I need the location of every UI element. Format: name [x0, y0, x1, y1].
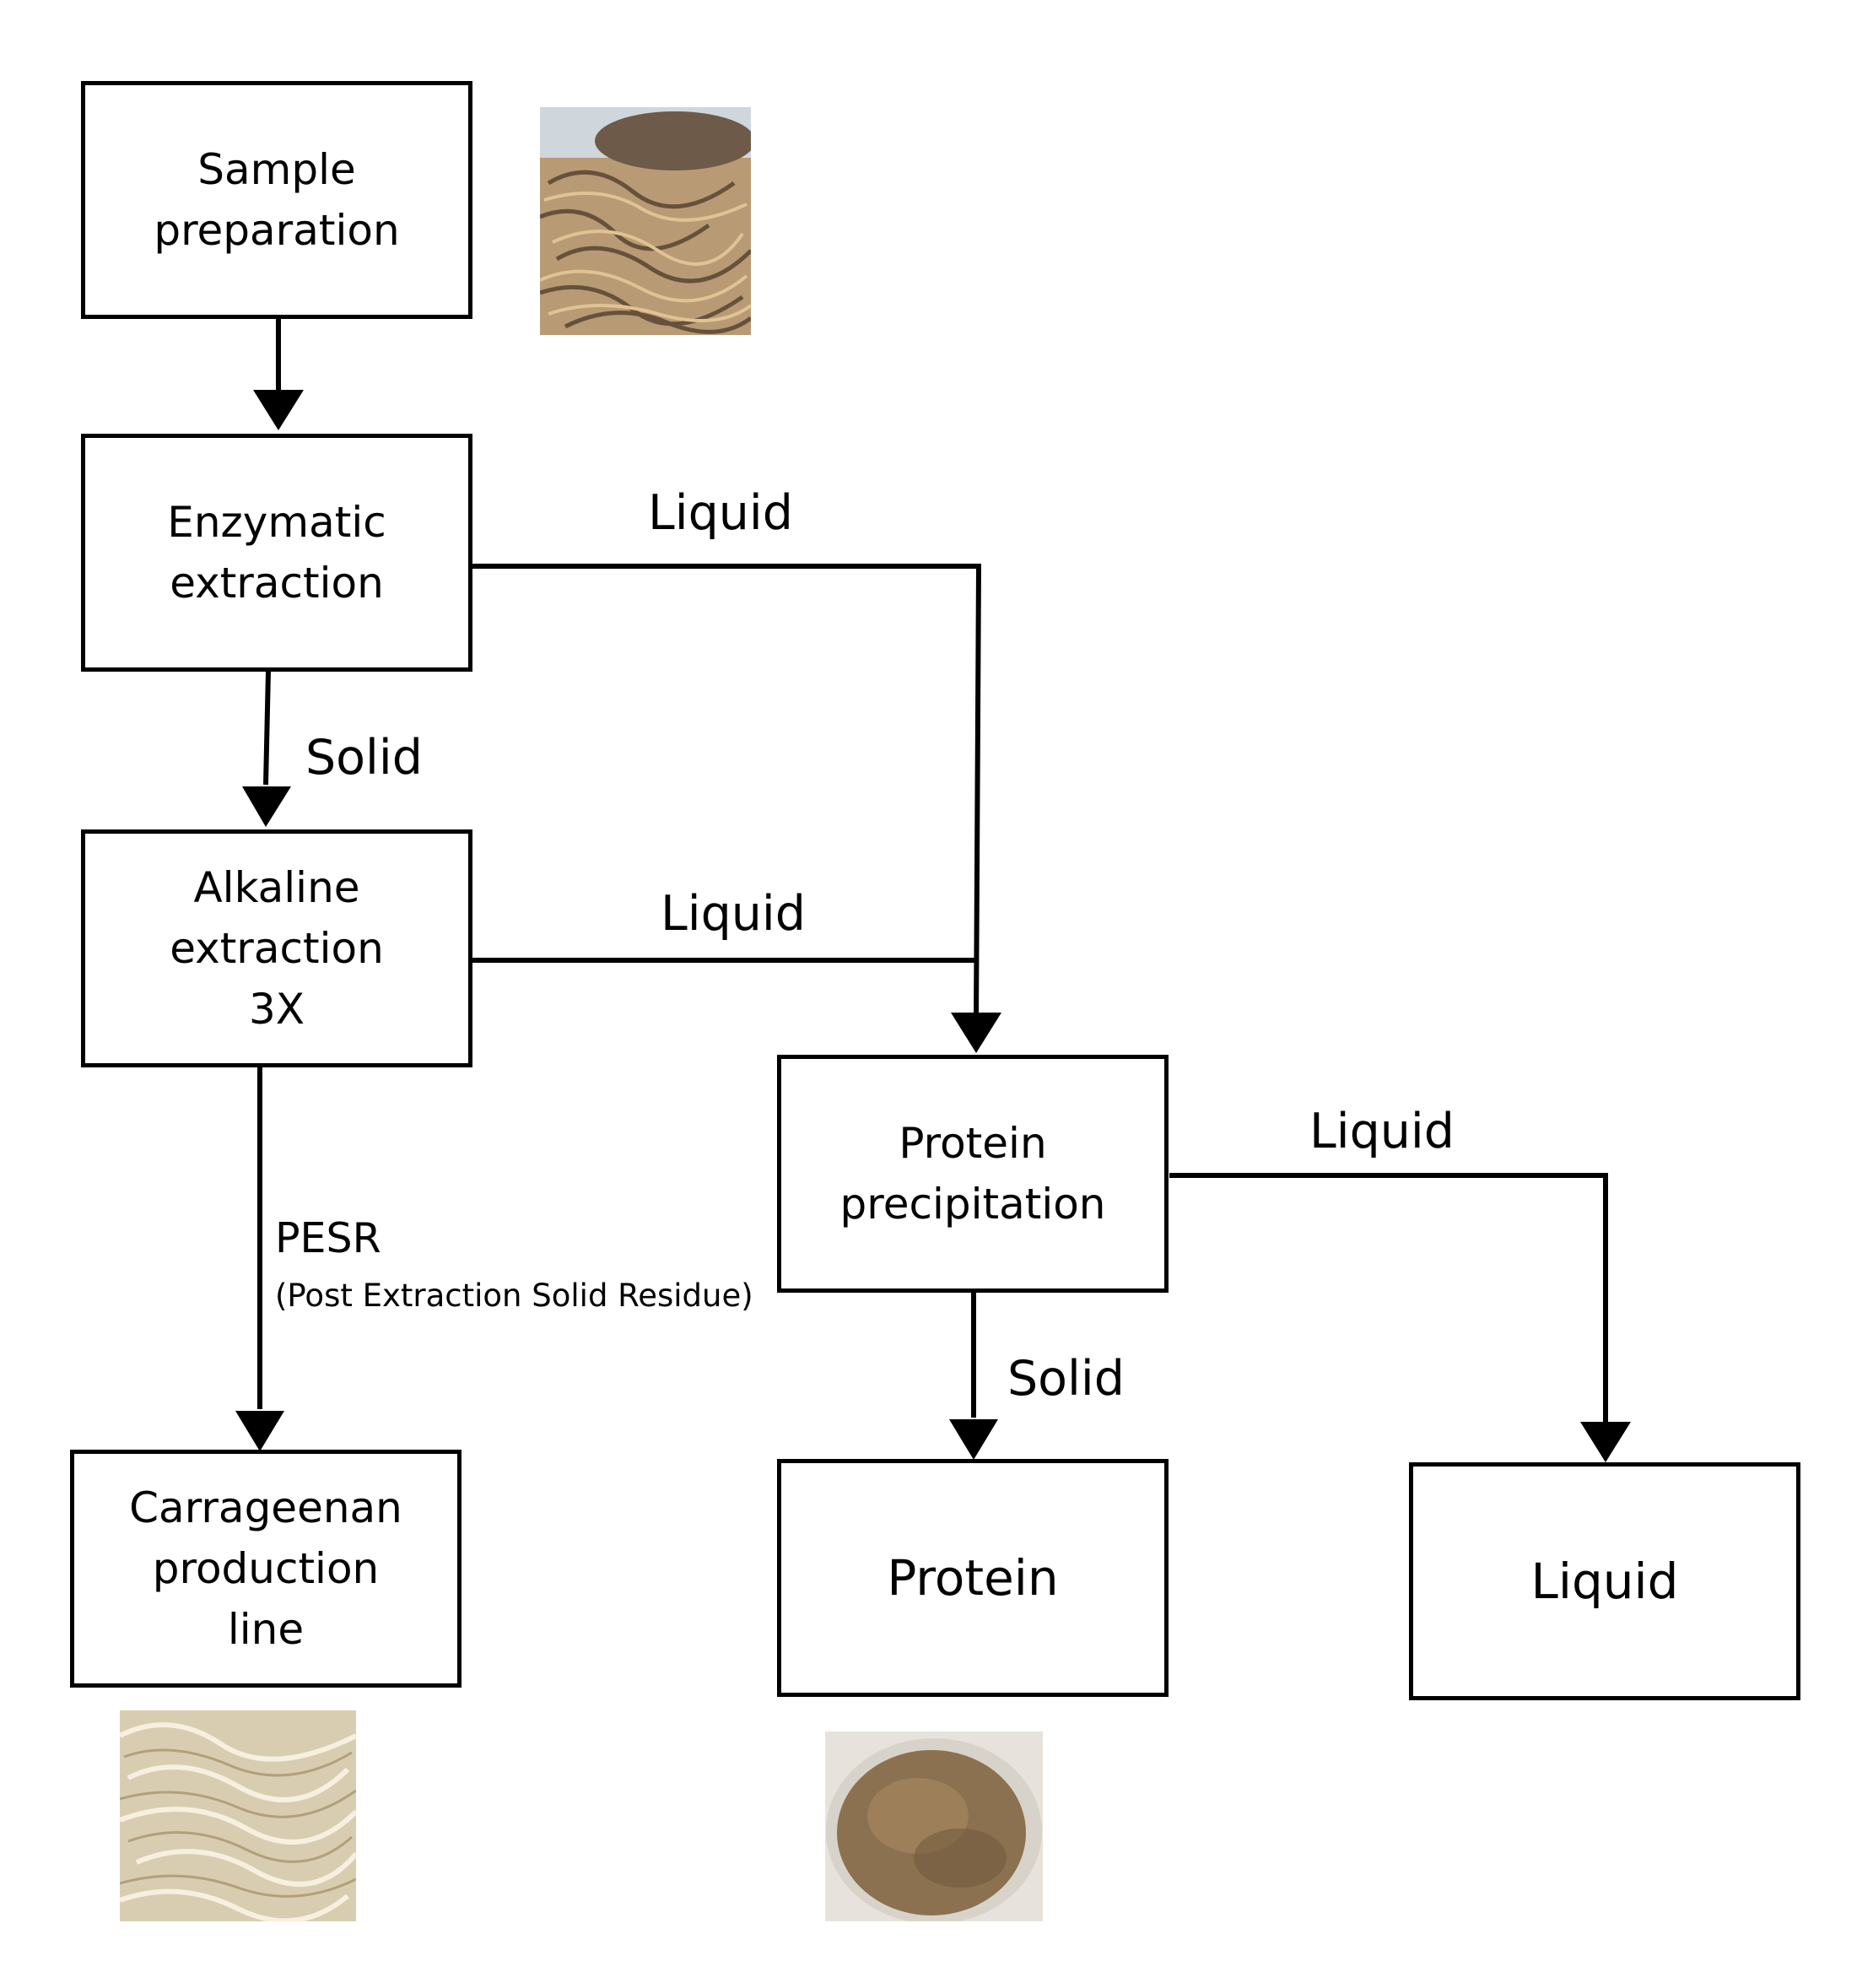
edge-label-pesr: PESR	[275, 1214, 381, 1262]
arrowhead	[949, 1419, 998, 1460]
protein-powder-photo	[825, 1731, 1043, 1921]
raw-seaweed-photo	[540, 107, 751, 335]
node-protein: Protein	[777, 1459, 1169, 1697]
node-label: Liquid	[1530, 1553, 1679, 1610]
arrowhead	[242, 786, 291, 827]
node-carrageenan-production-line: Carrageenan production line	[70, 1450, 462, 1688]
node-label: Alkaline extraction 3X	[170, 863, 384, 1034]
edge-label-liquid: Liquid	[661, 886, 806, 942]
arrowhead	[253, 390, 304, 430]
edge-label-solid: Solid	[1007, 1351, 1125, 1407]
edge-label-liquid: Liquid	[1309, 1104, 1455, 1159]
node-label: Protein	[887, 1549, 1059, 1607]
node-liquid: Liquid	[1409, 1462, 1800, 1700]
carrageenan-product-photo	[120, 1710, 356, 1921]
arrow-precipitation-to-liquid	[1169, 1173, 1608, 1422]
arrow-enzymatic-to-precipitation	[468, 564, 982, 1022]
node-protein-precipitation: Protein precipitation	[777, 1055, 1169, 1293]
arrowhead	[235, 1411, 284, 1451]
arrow-enzymatic-to-alkaline	[263, 670, 271, 786]
edge-label-solid: Solid	[305, 730, 423, 786]
node-sample-preparation: Sample preparation	[81, 81, 472, 319]
edge-label-liquid: Liquid	[648, 485, 793, 541]
arrowhead	[1580, 1422, 1631, 1462]
edge-label-pesr-note: (Post Extraction Solid Residue)	[275, 1278, 753, 1314]
node-label: Carrageenan production line	[129, 1483, 402, 1654]
node-label: Protein precipitation	[839, 1119, 1106, 1229]
node-enzymatic-extraction: Enzymatic extraction	[81, 434, 472, 672]
node-alkaline-extraction: Alkaline extraction 3X	[81, 829, 472, 1067]
node-label: Enzymatic extraction	[167, 498, 386, 608]
node-label: Sample preparation	[154, 145, 400, 255]
arrowhead	[951, 1013, 1001, 1053]
